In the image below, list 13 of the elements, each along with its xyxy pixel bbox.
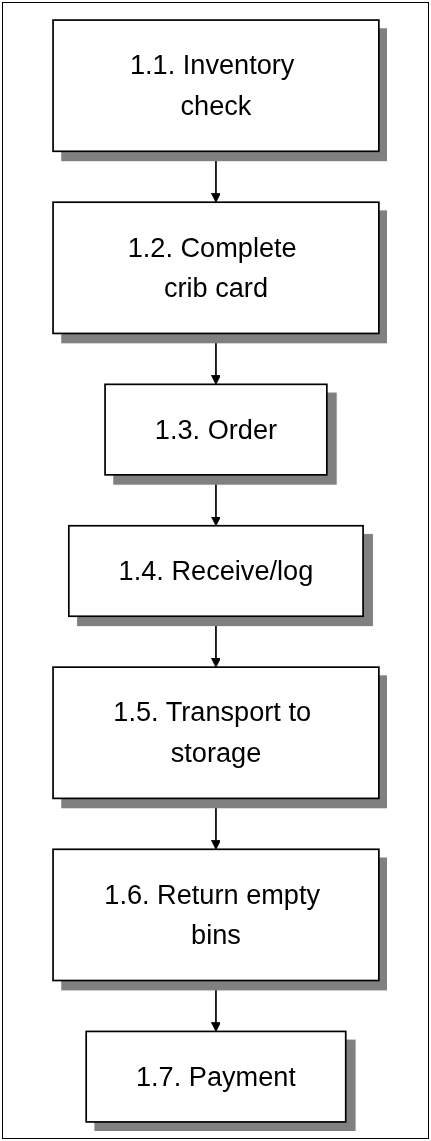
arrow [210,979,221,1032]
arrow [210,149,221,203]
node-box: 1.6. Return empty bins [51,847,380,981]
arrow [210,332,221,385]
node-box: 1.7. Payment [84,1030,347,1123]
node-box: 1.4. Receive/log [67,524,364,617]
arrow [210,473,221,526]
node-box: 1.1. Inventory check [51,18,380,152]
arrow [210,797,221,850]
node-box: 1.2. Complete crib card [51,200,380,334]
node-box: 1.3. Order [103,383,328,476]
arrow [210,614,221,668]
node-box: 1.5. Transport to storage [51,665,380,799]
